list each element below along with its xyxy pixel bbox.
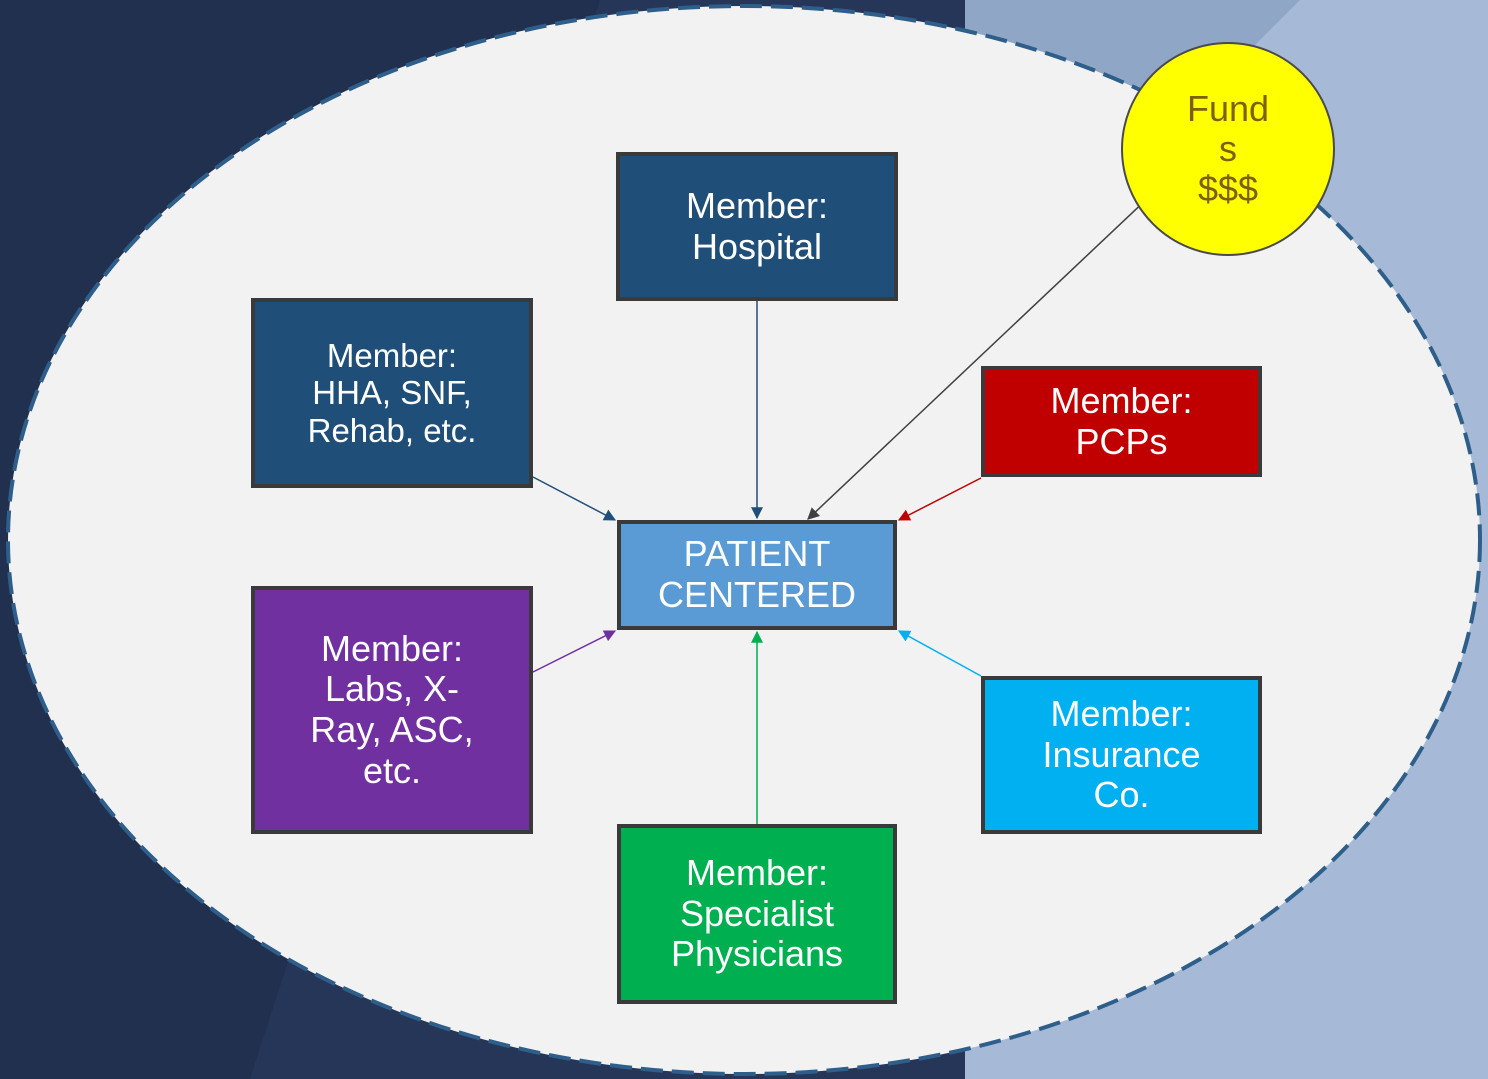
node-hha-line-3: Rehab, etc. (307, 411, 477, 449)
funds-line-2: s (1219, 127, 1237, 169)
node-labs-line-1: Member: (320, 627, 464, 669)
node-specialist-line-2: Specialist (679, 892, 835, 934)
node-member-labs-xray-asc: Member: Labs, X- Ray, ASC, etc. (251, 586, 533, 834)
node-pcps-line-1: Member: (1050, 379, 1193, 421)
node-insurance-line-1: Member: (1050, 692, 1193, 734)
funds-line-1: Fund (1186, 87, 1270, 129)
node-specialist-line-1: Member: (685, 851, 829, 893)
arrow-insurance-to-patient (897, 630, 982, 677)
node-hha-line-1: Member: (326, 337, 458, 375)
node-hospital-line-1: Member: (685, 184, 829, 226)
node-pcps-line-2: PCPs (1075, 420, 1168, 462)
arrow-pcps-to-patient (897, 477, 982, 521)
node-hha-line-2: HHA, SNF, (312, 374, 472, 412)
node-labs-line-4: etc. (362, 749, 422, 791)
node-patient-line-1: PATIENT (683, 533, 831, 575)
arrow-hha-to-patient (532, 476, 617, 521)
node-member-insurance-co: Member: Insurance Co. (981, 676, 1262, 834)
node-labs-line-2: Labs, X- (324, 668, 460, 710)
node-member-hha-snf-rehab: Member: HHA, SNF, Rehab, etc. (251, 298, 533, 488)
node-insurance-line-2: Insurance (1042, 733, 1201, 775)
node-specialist-line-3: Physicians (670, 933, 844, 975)
arrow-funds-to-patient (807, 195, 1151, 520)
funds-line-3: $$$ (1197, 168, 1259, 210)
node-member-pcps: Member: PCPs (981, 366, 1262, 477)
node-patient-centered: PATIENT CENTERED (617, 520, 897, 630)
node-labs-line-3: Ray, ASC, (310, 709, 474, 750)
node-patient-line-2: CENTERED (657, 574, 857, 615)
node-member-specialist-physicians: Member: Specialist Physicians (617, 824, 897, 1004)
funds-circle: Fund s $$$ (1121, 42, 1335, 256)
node-member-hospital: Member: Hospital (616, 152, 898, 301)
node-hospital-line-2: Hospital (691, 225, 823, 267)
node-insurance-line-3: Co. (1093, 774, 1150, 816)
arrow-labs-to-patient (532, 630, 617, 673)
